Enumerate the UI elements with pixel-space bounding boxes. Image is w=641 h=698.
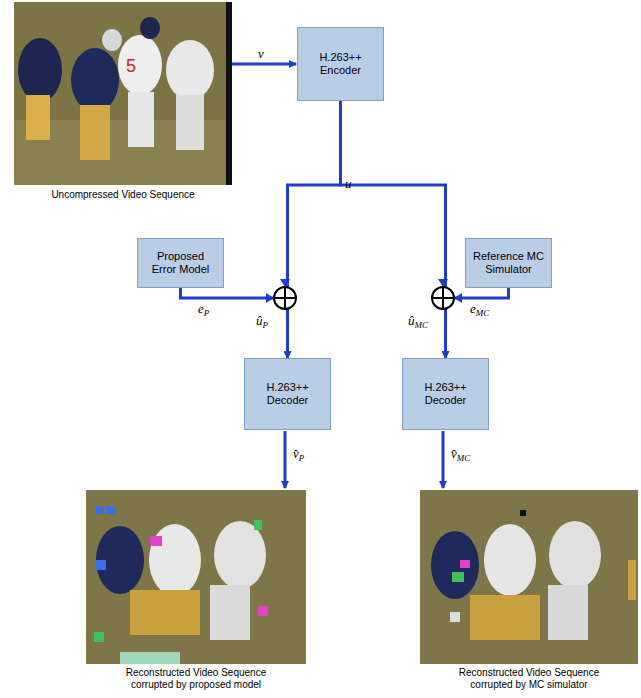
signal-name: v xyxy=(258,46,264,61)
signal-arrow xyxy=(442,431,445,488)
signal-name: eMC xyxy=(470,301,489,321)
box-label: H.263++ Decoder xyxy=(245,381,330,407)
signal-connector xyxy=(341,101,446,358)
signal-name: ûP xyxy=(256,313,268,333)
signal-name: eP xyxy=(198,301,209,321)
signal-connector xyxy=(288,101,341,358)
box-label: Reference MC Simulator xyxy=(466,250,551,276)
adder-symbol xyxy=(266,279,296,309)
adder-symbol xyxy=(432,279,462,309)
box-label: H.263++ Encoder xyxy=(298,51,383,77)
signal-name: v̂P xyxy=(293,446,304,466)
signal-connector xyxy=(446,288,509,358)
box-label: Proposed Error Model xyxy=(138,250,223,276)
svg-text:5: 5 xyxy=(126,56,136,76)
frame-caption: Reconstructed Video Sequence corrupted b… xyxy=(444,667,614,691)
signal-arrow xyxy=(232,63,296,66)
box-label: H.263++ Decoder xyxy=(403,381,488,407)
video-frame: 5 xyxy=(14,2,232,185)
process-box: H.263++ Encoder xyxy=(297,27,384,101)
frame-caption: Reconstructed Video Sequence corrupted b… xyxy=(111,667,281,691)
signal-arrow xyxy=(284,431,287,488)
process-box: H.263++ Decoder xyxy=(402,358,489,430)
video-frame xyxy=(420,490,638,664)
frame-caption: Uncompressed Video Sequence xyxy=(14,189,232,201)
process-box: H.263++ Decoder xyxy=(244,358,331,430)
signal-name: v̂MC xyxy=(451,446,470,466)
signal-name: u xyxy=(345,176,352,191)
signal-connector xyxy=(181,288,288,358)
signal-name: ûMC xyxy=(408,313,428,333)
process-box: Reference MC Simulator xyxy=(465,238,552,288)
process-box: Proposed Error Model xyxy=(137,238,224,288)
video-frame xyxy=(86,490,306,664)
